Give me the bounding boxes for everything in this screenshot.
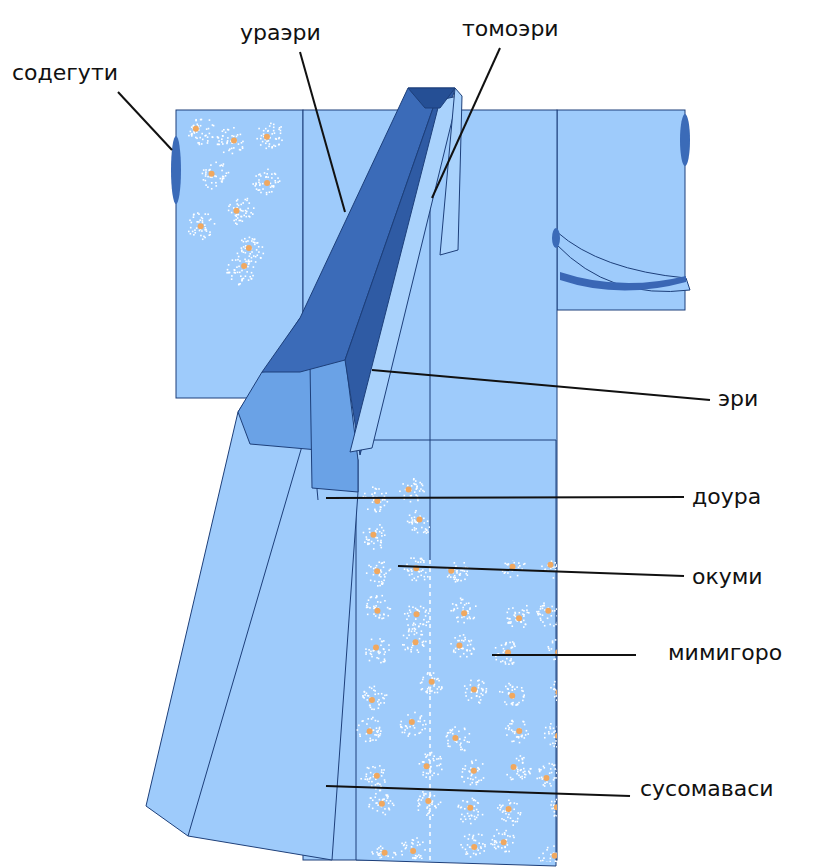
leader-line	[372, 370, 710, 400]
left-flap	[146, 318, 358, 860]
leader-line	[492, 654, 636, 656]
part-label: содегути	[12, 62, 118, 84]
part-label: сусомаваси	[640, 778, 774, 800]
leader-line	[326, 786, 630, 796]
part-label: томоэри	[462, 18, 559, 40]
sodeguchi-mark	[680, 114, 690, 166]
leader-line	[326, 497, 684, 498]
part-label: окуми	[692, 566, 763, 588]
sleeve-flap	[557, 232, 690, 292]
leader-line	[398, 566, 684, 576]
sodeguchi-mark	[171, 136, 181, 204]
part-label: ураэри	[240, 22, 321, 44]
sleeve-lining	[560, 272, 686, 291]
part-label: доура	[692, 486, 761, 508]
leader-line	[300, 52, 345, 212]
part-label: мимигоро	[668, 642, 782, 664]
leader-line	[432, 48, 500, 198]
leader-line	[118, 92, 172, 150]
front-panel	[356, 440, 556, 866]
part-label: эри	[718, 388, 758, 410]
eri-band	[350, 96, 458, 452]
